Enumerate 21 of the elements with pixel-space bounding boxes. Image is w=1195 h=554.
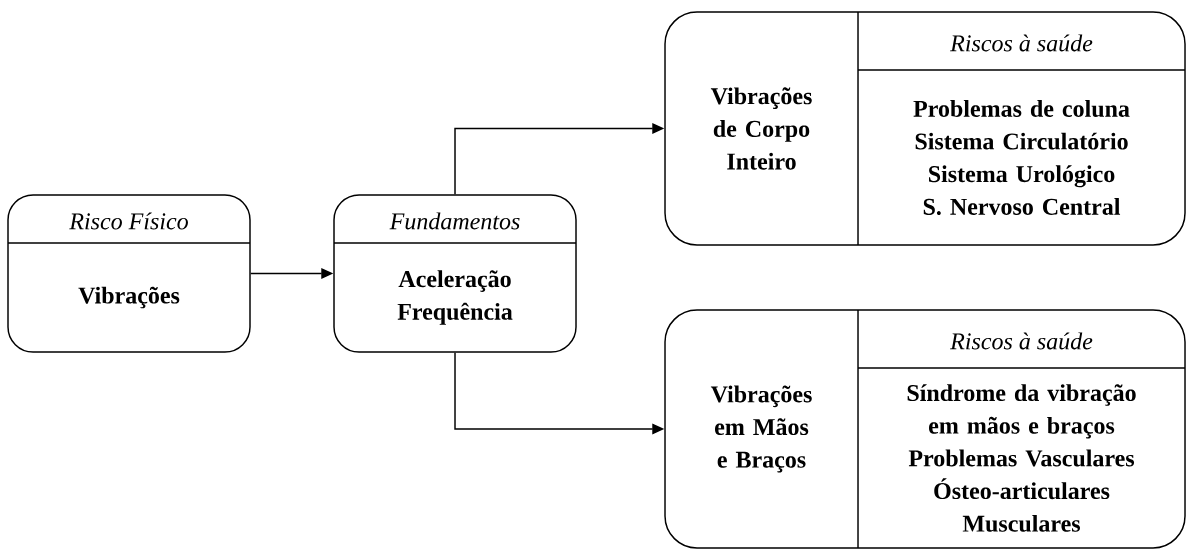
heading: Riscos à saúde <box>950 34 1093 52</box>
list-item: Sistema Urológico <box>929 165 1115 188</box>
list-item: Frequência <box>397 302 513 325</box>
list-item: Síndrome da vibração em mãos e braços <box>907 384 1136 439</box>
heading: Risco Físico <box>69 212 188 230</box>
list-item: Aceleração <box>398 270 511 292</box>
box-title: Vibrações em Mãos e Braços <box>710 385 812 473</box>
list-item: S. Nervoso Central <box>923 198 1121 215</box>
list-item: Sistema Circulatório <box>915 132 1128 150</box>
rounded-box <box>664 309 1186 549</box>
list-item: Problemas de coluna <box>913 100 1130 117</box>
box-title: Vibrações de Corpo Inteiro <box>710 87 812 170</box>
list-item: Musculares <box>962 514 1081 532</box>
list-item: Problemas Vasculares <box>908 449 1135 467</box>
heading: Riscos à saúde <box>950 332 1093 350</box>
rounded-box <box>664 11 1186 246</box>
list-item: Vibrações <box>78 286 180 309</box>
rounded-box <box>333 194 577 353</box>
list-item: Ósteo-articulares <box>934 478 1110 500</box>
rounded-box <box>7 194 251 353</box>
heading: Fundamentos <box>389 212 520 230</box>
